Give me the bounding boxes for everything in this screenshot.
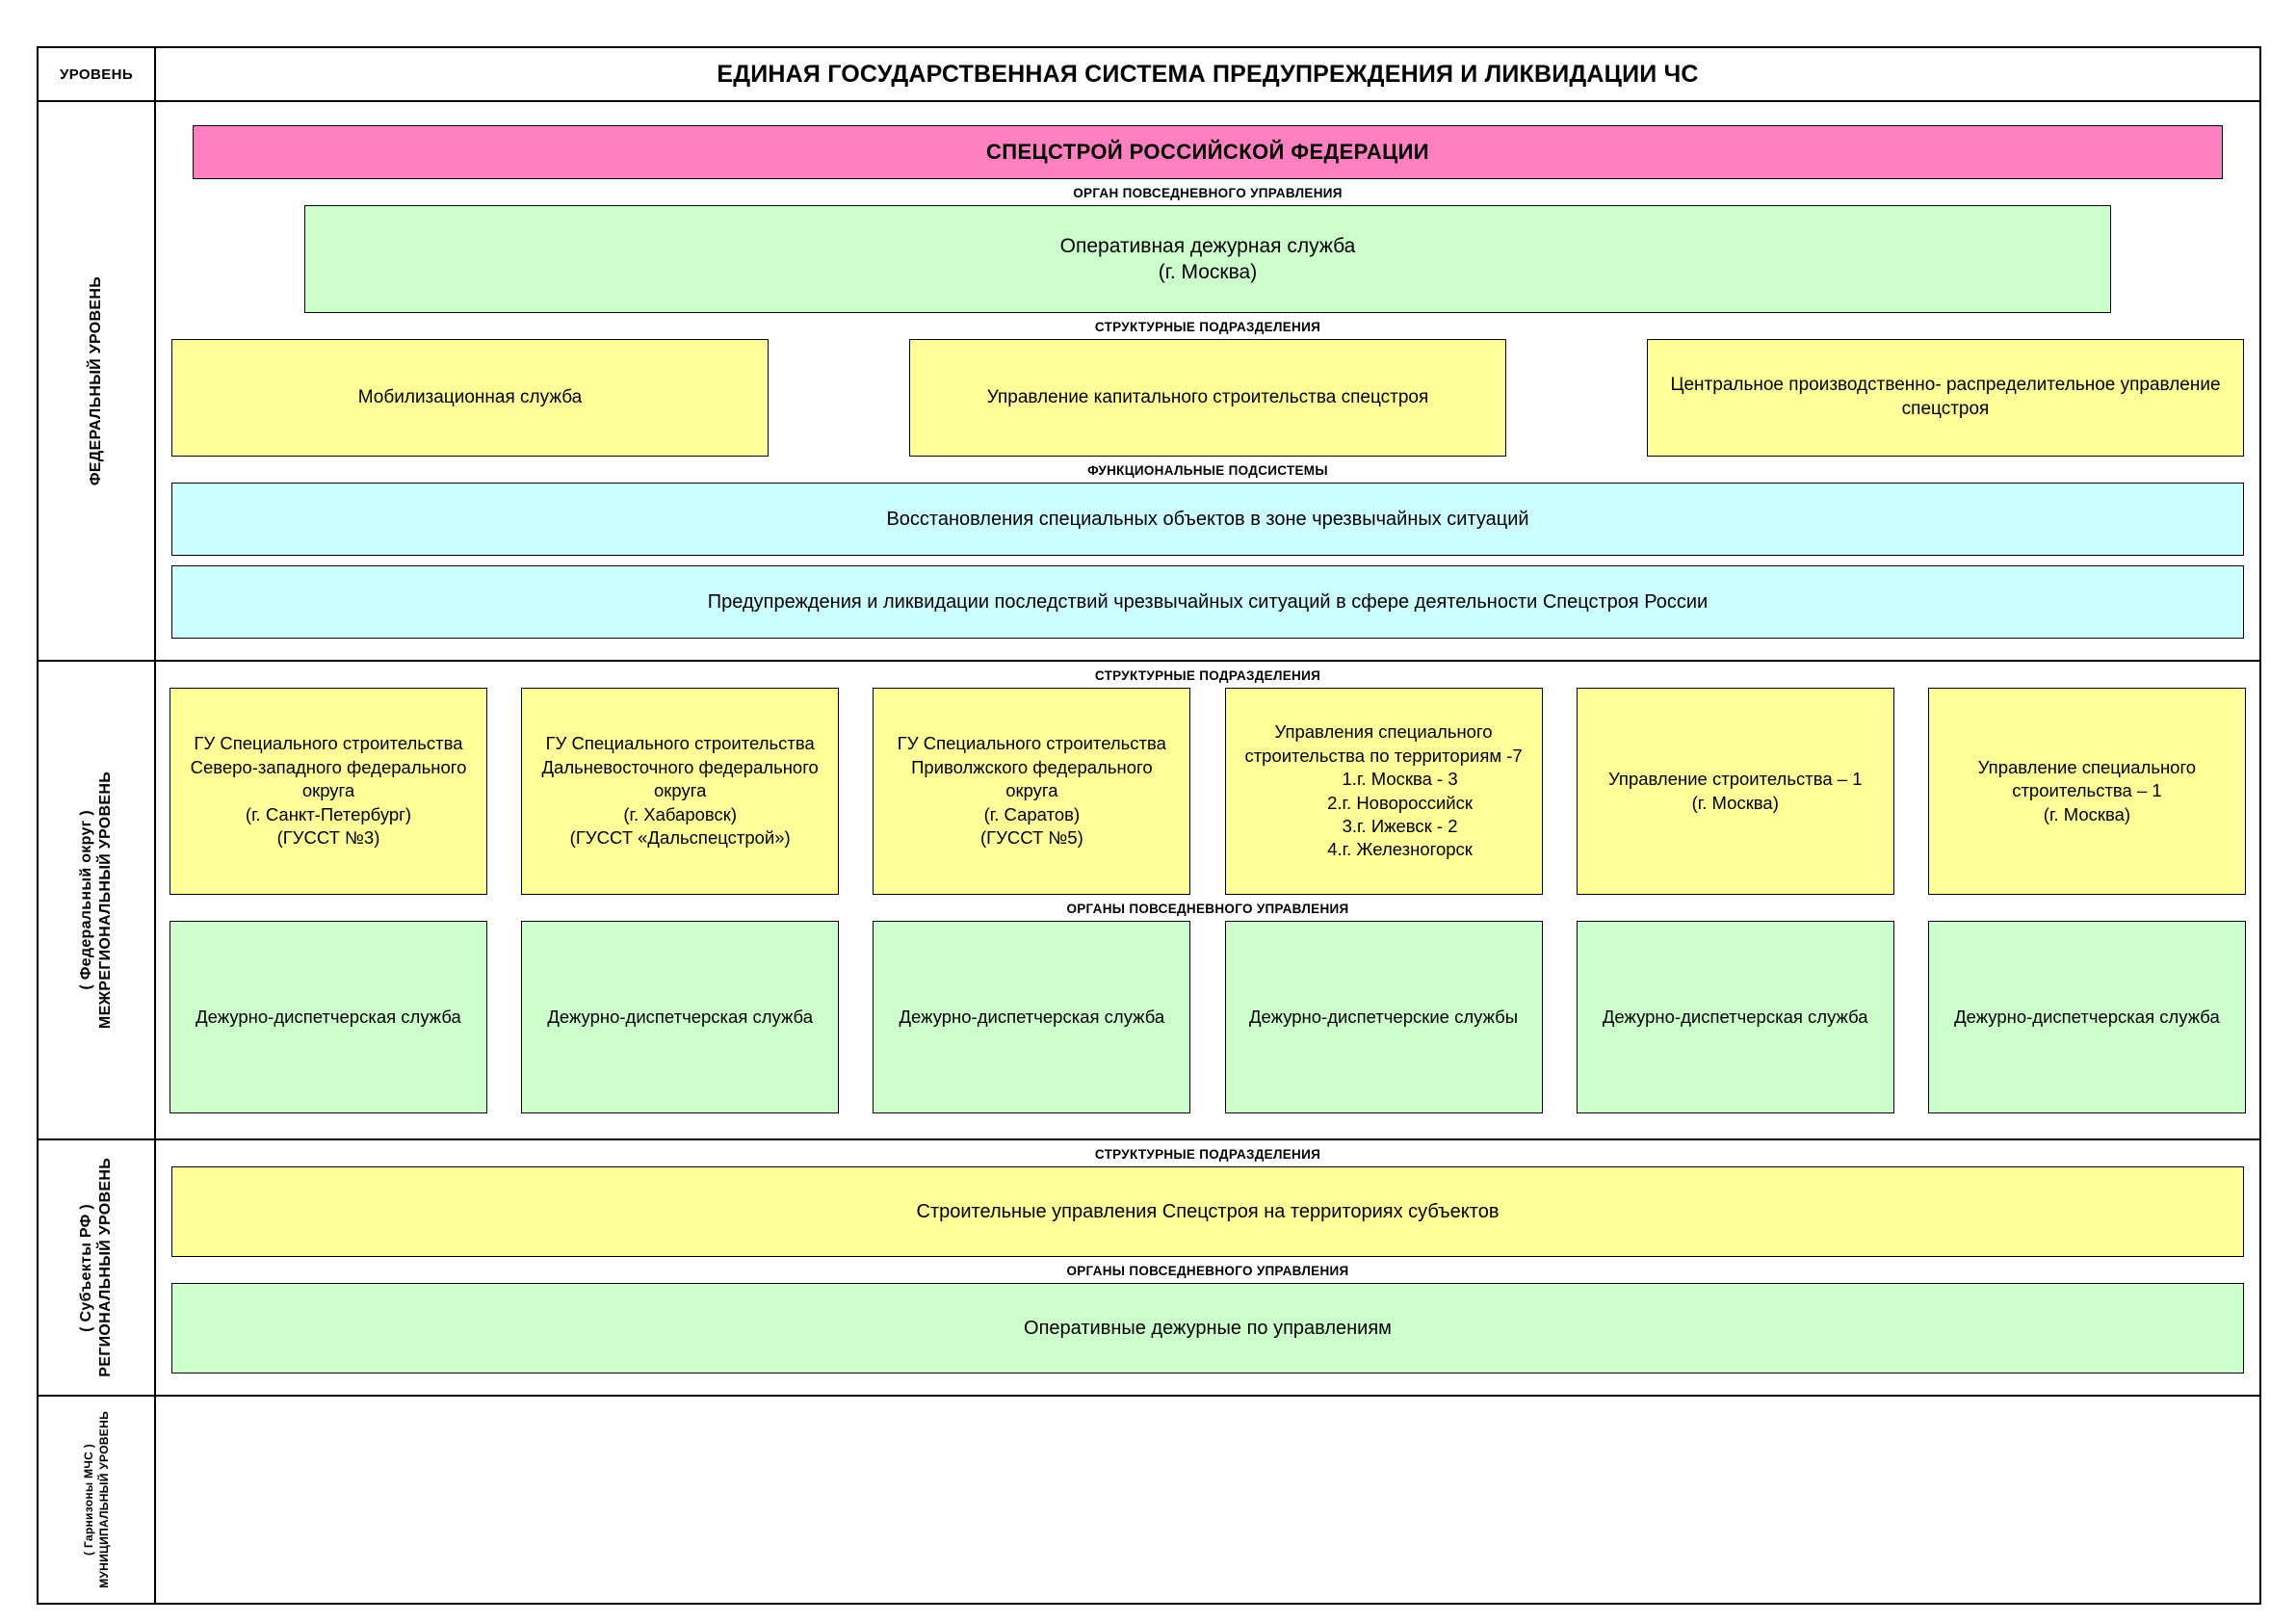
interregional-caption-daily-management: ОРГАНЫ ПОВСЕДНЕВНОГО УПРАВЛЕНИЯ	[1066, 902, 1349, 916]
territorial-item-2: 2.г. Новороссийск	[1327, 792, 1473, 813]
municipal-level-sublabel: ( Гарнизоны МЧС )	[82, 1444, 95, 1556]
regional-duty-officers-box: Оперативные дежурные по управлениям	[171, 1283, 2244, 1373]
federal-content: СПЕЦСТРОЙ РОССИЙСКОЙ ФЕДЕРАЦИИ ОРГАН ПОВ…	[156, 102, 2259, 660]
regional-level-gutter: РЕГИОНАЛЬНЫЙ УРОВЕНЬ ( Субъекты РФ )	[39, 1140, 156, 1395]
interregional-caption-structural-units: СТРУКТУРНЫЕ ПОДРАЗДЕЛЕНИЯ	[1094, 668, 1321, 683]
header-content: ЕДИНАЯ ГОСУДАРСТВЕННАЯ СИСТЕМА ПРЕДУПРЕЖ…	[156, 48, 2259, 100]
federal-unit-capital-construction: Управление капитального строительства сп…	[909, 339, 1506, 457]
federal-band: ФЕДЕРАЛЬНЫЙ УРОВЕНЬ СПЕЦСТРОЙ РОССИЙСКОЙ…	[39, 102, 2259, 662]
special-construction-directorate-box: Управление специального строительства – …	[1927, 688, 2246, 895]
dds-box-2: Дежурно-диспетчерская служба	[521, 921, 840, 1113]
construction-directorate-box: Управление строительства – 1 (г. Москва)	[1576, 688, 1894, 895]
federal-caption-structural-units: СТРУКТУРНЫЕ ПОДРАЗДЕЛЕНИЯ	[1094, 320, 1321, 334]
federal-level-gutter: ФЕДЕРАЛЬНЫЙ УРОВЕНЬ	[39, 102, 156, 660]
interregional-structural-units-row: ГУ Специального строительства Северо-зап…	[170, 688, 2246, 895]
dds-box-6: Дежурно-диспетчерская служба	[1927, 921, 2246, 1113]
interregional-level-gutter: МЕЖРЕГИОНАЛЬНЫЙ УРОВЕНЬ ( Федеральный ок…	[39, 662, 156, 1138]
regional-level-label: РЕГИОНАЛЬНЫЙ УРОВЕНЬ	[97, 1158, 114, 1377]
gusst-fareast-box: ГУ Специального строительства Дальневост…	[521, 688, 840, 895]
interregional-daily-management-row: Дежурно-диспетчерская служба Дежурно-дис…	[170, 921, 2246, 1113]
municipal-level-label: МУНИЦИПАЛЬНЫЙ УРОВЕНЬ	[97, 1411, 111, 1588]
dds-box-1: Дежурно-диспетчерская служба	[170, 921, 487, 1113]
gusst-northwest-box: ГУ Специального строительства Северо-зап…	[170, 688, 487, 895]
regional-band: РЕГИОНАЛЬНЫЙ УРОВЕНЬ ( Субъекты РФ ) СТР…	[39, 1140, 2259, 1397]
gusst-volga-box: ГУ Специального строительства Приволжско…	[873, 688, 1191, 895]
municipal-content	[156, 1397, 2259, 1603]
interregional-level-sublabel: ( Федеральный округ )	[78, 810, 94, 990]
municipal-level-gutter: МУНИЦИПАЛЬНЫЙ УРОВЕНЬ ( Гарнизоны МЧС )	[39, 1397, 156, 1603]
regional-level-sublabel: ( Субъекты РФ )	[78, 1203, 94, 1332]
header-band: УРОВЕНЬ ЕДИНАЯ ГОСУДАРСТВЕННАЯ СИСТЕМА П…	[39, 48, 2259, 102]
dds-box-4: Дежурно-диспетчерские службы	[1224, 921, 1543, 1113]
regional-construction-directorates-box: Строительные управления Спецстроя на тер…	[171, 1166, 2244, 1257]
interregional-band: МЕЖРЕГИОНАЛЬНЫЙ УРОВЕНЬ ( Федеральный ок…	[39, 662, 2259, 1140]
federal-level-label: ФЕДЕРАЛЬНЫЙ УРОВЕНЬ	[88, 275, 104, 486]
diagram-grid: УРОВЕНЬ ЕДИНАЯ ГОСУДАРСТВЕННАЯ СИСТЕМА П…	[39, 48, 2259, 1603]
regional-content: СТРУКТУРНЫЕ ПОДРАЗДЕЛЕНИЯ Строительные у…	[156, 1140, 2259, 1395]
interregional-level-label: МЕЖРЕГИОНАЛЬНЫЙ УРОВЕНЬ	[97, 771, 114, 1030]
federal-subsystem-prevention: Предупреждения и ликвидации последствий …	[171, 565, 2244, 639]
specstroy-banner: СПЕЦСТРОЙ РОССИЙСКОЙ ФЕДЕРАЦИИ	[193, 125, 2223, 179]
regional-caption-structural-units: СТРУКТУРНЫЕ ПОДРАЗДЕЛЕНИЯ	[1094, 1147, 1321, 1162]
interregional-content: СТРУКТУРНЫЕ ПОДРАЗДЕЛЕНИЯ ГУ Специальног…	[156, 662, 2259, 1138]
federal-duty-service-box: Оперативная дежурная служба (г. Москва)	[304, 205, 2111, 313]
header-level-gutter: УРОВЕНЬ	[39, 48, 156, 100]
territorial-directorates-heading: Управления специального строительства по…	[1244, 721, 1523, 766]
regional-caption-daily-management: ОРГАНЫ ПОВСЕДНЕВНОГО УПРАВЛЕНИЯ	[1066, 1264, 1349, 1278]
page-title: ЕДИНАЯ ГОСУДАРСТВЕННАЯ СИСТЕМА ПРЕДУПРЕЖ…	[717, 60, 1699, 88]
federal-caption-daily-management: ОРГАН ПОВСЕДНЕВНОГО УПРАВЛЕНИЯ	[1073, 186, 1343, 200]
territorial-item-3: 3.г. Ижевск - 2	[1342, 815, 1458, 836]
territorial-item-1: 1.г. Москва - 3	[1342, 769, 1458, 790]
territorial-directorates-box: Управления специального строительства по…	[1224, 688, 1543, 895]
level-column-header: УРОВЕНЬ	[59, 65, 134, 83]
federal-unit-mobilization: Мобилизационная служба	[171, 339, 769, 457]
municipal-band: МУНИЦИПАЛЬНЫЙ УРОВЕНЬ ( Гарнизоны МЧС )	[39, 1397, 2259, 1603]
federal-subsystem-restoration: Восстановления специальных объектов в зо…	[171, 483, 2244, 556]
diagram-sheet: УРОВЕНЬ ЕДИНАЯ ГОСУДАРСТВЕННАЯ СИСТЕМА П…	[37, 46, 2261, 1605]
dds-box-5: Дежурно-диспетчерская служба	[1576, 921, 1894, 1113]
dds-box-3: Дежурно-диспетчерская служба	[873, 921, 1191, 1113]
federal-unit-central-distribution: Центральное производственно- распределит…	[1647, 339, 2244, 457]
federal-structural-units-row: Мобилизационная служба Управление капита…	[171, 339, 2244, 457]
territorial-item-4: 4.г. Железногорск	[1327, 839, 1473, 860]
federal-caption-functional-subsystems: ФУНКЦИОНАЛЬНЫЕ ПОДСИСТЕМЫ	[1087, 463, 1328, 478]
